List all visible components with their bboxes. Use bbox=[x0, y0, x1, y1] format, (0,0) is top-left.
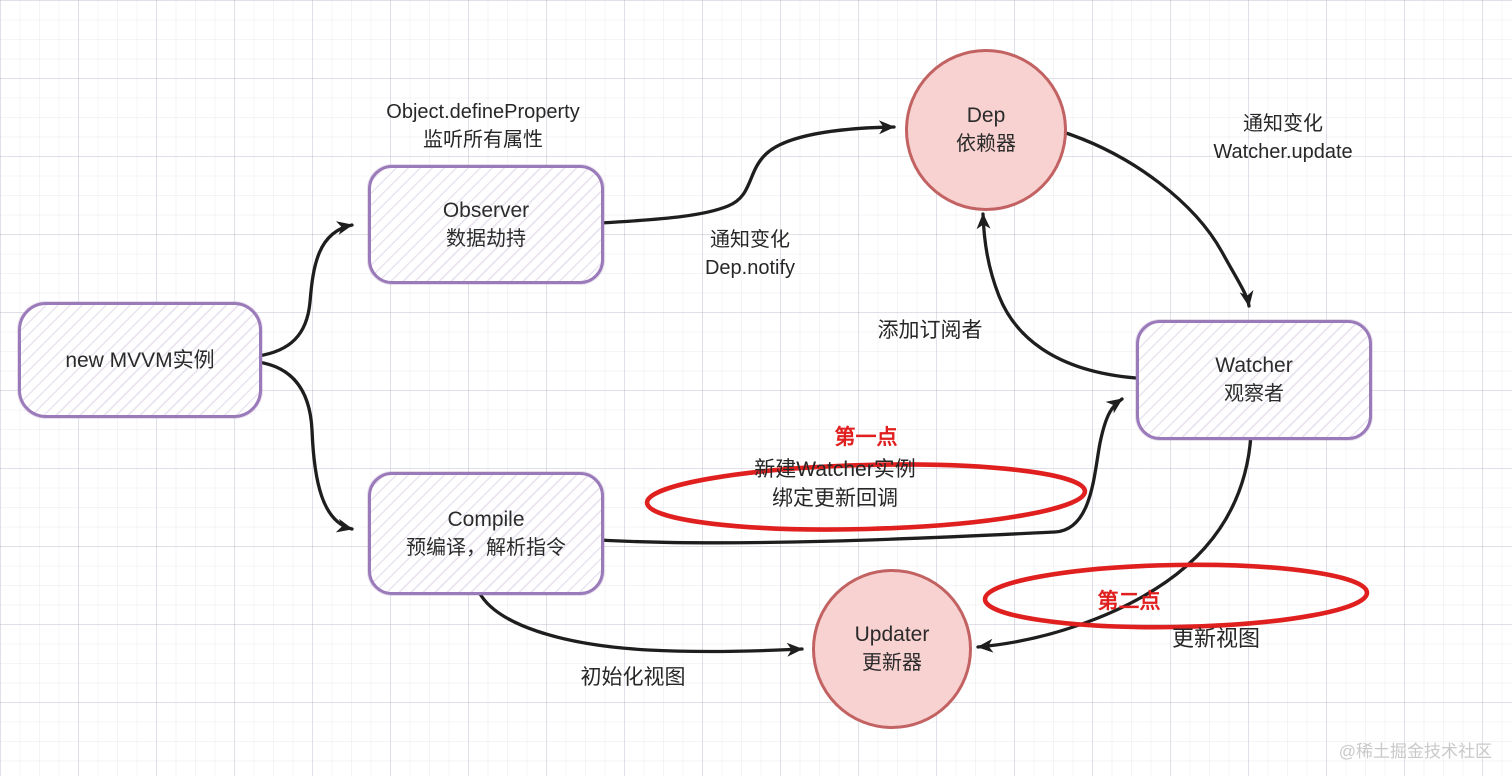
node-compile[interactable]: Compile 预编译，解析指令 bbox=[368, 472, 604, 595]
node-observer-subtitle: 数据劫持 bbox=[446, 227, 526, 250]
edge-compile-updater bbox=[477, 590, 804, 657]
node-watcher[interactable]: Watcher 观察者 bbox=[1136, 320, 1372, 440]
node-watcher-subtitle: 观察者 bbox=[1224, 383, 1284, 405]
label-point1-title: 第一点 bbox=[834, 426, 898, 449]
highlight-ellipse-point2 bbox=[982, 562, 1370, 630]
label-dep-notify: 通知变化 Dep.notify bbox=[705, 226, 795, 282]
edge-dep-watcher bbox=[1058, 129, 1254, 308]
node-mvvm-instance[interactable]: new MVVM实例 bbox=[18, 302, 262, 418]
edge-observer-dep bbox=[598, 120, 896, 225]
edge-compile-watcher bbox=[598, 397, 1124, 545]
label-update-view: 更新视图 bbox=[1171, 626, 1261, 651]
watermark: @稀土掘金技术社区 bbox=[1338, 742, 1492, 761]
edge-watcher-updater bbox=[976, 433, 1253, 653]
label-init-view: 初始化视图 bbox=[580, 666, 686, 689]
label-add-subscriber: 添加订阅者 bbox=[877, 319, 983, 342]
node-updater-subtitle: 更新器 bbox=[862, 652, 922, 674]
edge-watcher-dep bbox=[976, 212, 1138, 380]
node-watcher-title: Watcher bbox=[1215, 354, 1293, 377]
edge-mvvm-observer bbox=[256, 221, 354, 358]
node-observer-title: Observer bbox=[442, 198, 530, 222]
label-point1-line1: 新建Watcher实例 bbox=[754, 458, 916, 481]
label-observer-note-line1: Object.defineProperty bbox=[386, 101, 580, 123]
label-point1-text: 新建Watcher实例 绑定更新回调 bbox=[754, 455, 915, 513]
label-dep-notify-line2: Dep.notify bbox=[704, 257, 796, 279]
node-compile-subtitle: 预编译，解析指令 bbox=[406, 536, 566, 559]
label-point1-line2: 绑定更新回调 bbox=[771, 487, 898, 510]
node-updater[interactable]: Updater 更新器 bbox=[812, 569, 972, 729]
node-dep-subtitle: 依赖器 bbox=[956, 133, 1016, 155]
label-observer-note: Object.defineProperty 监听所有属性 bbox=[386, 98, 579, 154]
node-observer[interactable]: Observer 数据劫持 bbox=[368, 165, 604, 284]
node-dep-title: Dep bbox=[966, 104, 1006, 127]
edge-mvvm-compile bbox=[256, 360, 354, 533]
label-watcher-update-line1: 通知变化 bbox=[1242, 113, 1323, 135]
node-mvvm-label: new MVVM实例 bbox=[65, 348, 215, 372]
node-compile-title: Compile bbox=[447, 507, 525, 531]
label-observer-note-line2: 监听所有属性 bbox=[423, 129, 543, 151]
label-point2-title: 第二点 bbox=[1097, 590, 1161, 613]
highlight-ellipse-point1 bbox=[644, 462, 1088, 532]
node-updater-title: Updater bbox=[854, 623, 930, 646]
node-dep[interactable]: Dep 依赖器 bbox=[905, 49, 1067, 211]
label-dep-notify-line1: 通知变化 bbox=[710, 229, 790, 251]
label-watcher-update-line2: Watcher.update bbox=[1213, 141, 1353, 163]
label-watcher-update: 通知变化 Watcher.update bbox=[1213, 110, 1352, 166]
